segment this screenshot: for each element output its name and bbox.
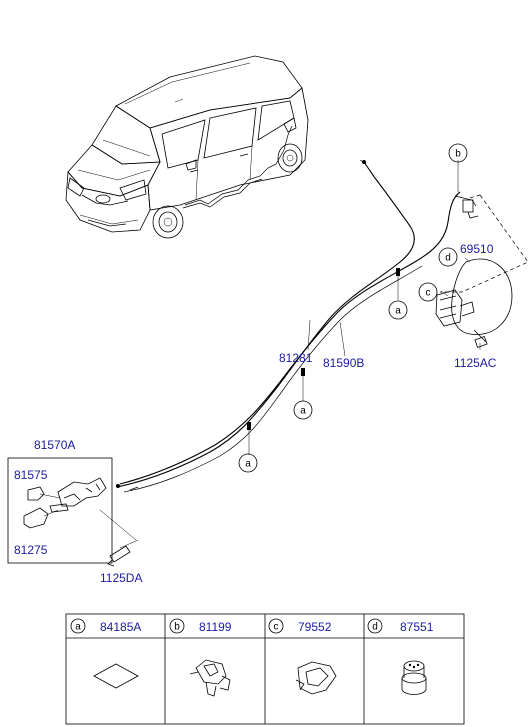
svg-text:a: a bbox=[395, 306, 401, 317]
svg-text:a: a bbox=[245, 459, 251, 470]
marker-a-1: a bbox=[388, 300, 408, 320]
callout-69510: 69510 bbox=[460, 242, 494, 256]
marker-c: c bbox=[418, 282, 438, 302]
callout-1125DA: 1125DA bbox=[100, 571, 142, 585]
svg-text:c: c bbox=[426, 288, 431, 299]
fuel-door-hinge bbox=[435, 289, 463, 327]
svg-text:b: b bbox=[455, 149, 461, 160]
legend-part-84185A: 84185A bbox=[100, 620, 141, 634]
marker-a-3: a bbox=[238, 453, 258, 473]
legend-part-79552: 79552 bbox=[298, 620, 332, 634]
legend-table: a 84185A b 81199 c 79552 bbox=[65, 613, 465, 725]
bolt-1125DA bbox=[107, 545, 131, 567]
callout-81275: 81275 bbox=[14, 543, 48, 557]
knob-81575 bbox=[27, 486, 45, 501]
hood-release-cable-81281 bbox=[116, 191, 479, 493]
cable-clip-icon bbox=[189, 659, 231, 697]
cable-clip-81199 bbox=[462, 199, 474, 213]
svg-text:a: a bbox=[75, 622, 81, 633]
svg-text:c: c bbox=[274, 622, 279, 633]
callout-81575: 81575 bbox=[14, 468, 48, 482]
legend-part-81199: 81199 bbox=[199, 620, 232, 634]
bolt-1125AC bbox=[474, 336, 488, 348]
marker-b: b bbox=[448, 143, 468, 163]
marker-a-2: a bbox=[293, 400, 313, 420]
handle-81275 bbox=[23, 507, 49, 529]
svg-text:d: d bbox=[445, 253, 451, 264]
legend-col-a: a 84185A bbox=[70, 618, 141, 689]
fuel-door-assembly bbox=[435, 194, 529, 348]
svg-text:a: a bbox=[300, 406, 306, 417]
pad-icon bbox=[93, 663, 139, 689]
callout-1125AC: 1125AC bbox=[454, 356, 497, 370]
svg-text:d: d bbox=[372, 622, 378, 633]
svg-text:b: b bbox=[174, 622, 180, 633]
legend-col-c: c 79552 bbox=[268, 618, 337, 695]
car-illustration bbox=[65, 55, 309, 239]
fuel-filler-door-69510 bbox=[451, 258, 513, 336]
cable-clips-a bbox=[247, 268, 400, 430]
legend-col-b: b 81199 bbox=[169, 618, 232, 697]
legend-col-d: d 87551 bbox=[367, 618, 434, 695]
callout-81590B: 81590B bbox=[323, 356, 364, 370]
legend-part-87551: 87551 bbox=[400, 620, 434, 634]
marker-d: d bbox=[438, 247, 458, 267]
callout-81570A: 81570A bbox=[34, 438, 75, 452]
leader-lines bbox=[248, 160, 481, 455]
callout-81281: 81281 bbox=[279, 351, 313, 365]
release-lever-box-81570A bbox=[7, 457, 139, 564]
plug-icon bbox=[401, 660, 427, 695]
clip-icon bbox=[295, 661, 337, 695]
fuel-filler-cable-81590B bbox=[116, 159, 415, 488]
